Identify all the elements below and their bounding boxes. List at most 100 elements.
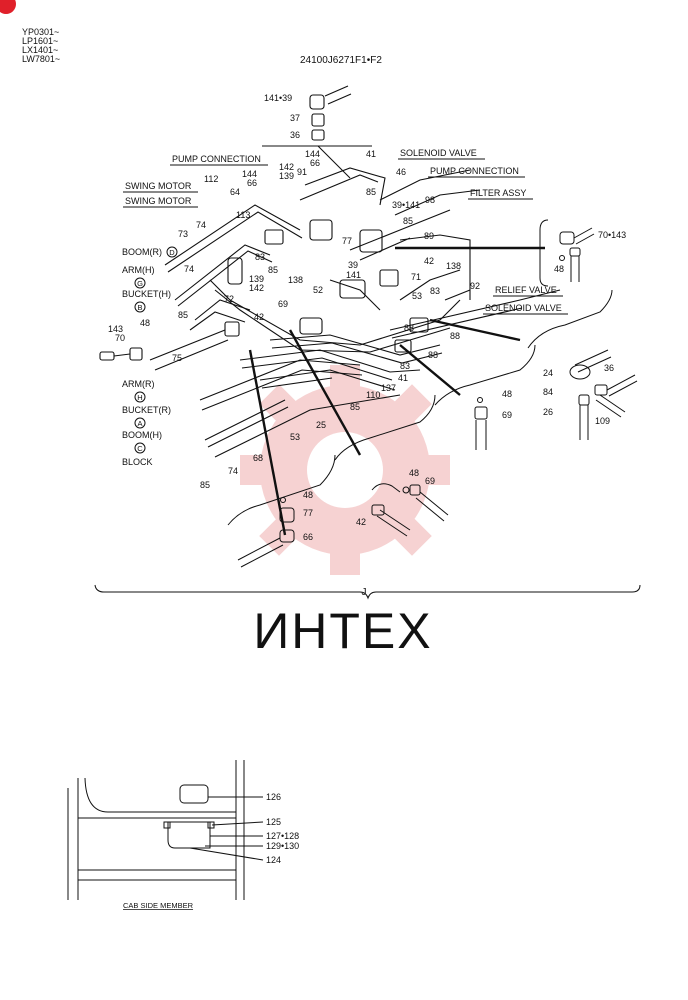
part-143a: 143 — [108, 324, 123, 334]
label-solenoid-valve-top: SOLENOID VALVE — [400, 148, 477, 158]
part-138b: 138 — [446, 261, 461, 271]
part-39b: 39 — [348, 260, 358, 270]
label-boom-r-mark: D — [169, 248, 175, 257]
corner-marker — [0, 0, 16, 14]
part-73: 73 — [178, 229, 188, 239]
part-37: 37 — [290, 113, 300, 123]
part-126: 126 — [266, 792, 281, 802]
label-bucket-r: BUCKET(R) — [122, 405, 171, 415]
part-52: 52 — [313, 285, 323, 295]
label-boom-h-mark: C — [137, 444, 143, 453]
part-127-128: 127•128 — [266, 831, 299, 841]
part-109: 109 — [595, 416, 610, 426]
label-swing-motor-1: SWING MOTOR — [125, 181, 192, 191]
part-25: 25 — [316, 420, 326, 430]
part-number-group: 141•39 37 36 144 66 41 142 139 91 112 14… — [108, 93, 626, 865]
label-arm-r: ARM(R) — [122, 379, 155, 389]
part-53a: 53 — [412, 291, 422, 301]
label-swing-motor-2: SWING MOTOR — [125, 196, 192, 206]
part-113: 113 — [236, 210, 250, 220]
part-85e: 85 — [350, 402, 360, 412]
label-pump-connection-right: PUMP CONNECTION — [430, 166, 519, 176]
label-solenoid-valve-right: SOLENOID VALVE — [485, 303, 562, 313]
part-141-39: 141•39 — [264, 93, 292, 103]
view-j-label: J — [362, 587, 367, 598]
circle-mark — [134, 301, 146, 313]
part-141b: 141 — [346, 270, 361, 280]
part-112: 112 — [204, 174, 218, 184]
watermark-text: ИНТЕХ — [253, 603, 432, 659]
part-24: 24 — [543, 368, 553, 378]
part-42b: 42 — [254, 312, 264, 322]
label-block: BLOCK — [122, 457, 153, 467]
label-arm-h-mark: G — [137, 279, 143, 288]
part-75: 75 — [172, 353, 182, 363]
circle-mark — [134, 391, 146, 403]
label-bucket-r-mark: A — [137, 419, 142, 428]
part-36b: 36 — [604, 363, 614, 373]
part-41b: 41 — [398, 373, 408, 383]
detail-fitting-69-middle — [371, 483, 449, 537]
label-arm-h: ARM(H) — [122, 265, 155, 275]
part-72: 72 — [224, 294, 234, 304]
circle-mark — [134, 277, 146, 289]
detail-frames — [227, 289, 613, 526]
label-bucket-h: BUCKET(H) — [122, 289, 171, 299]
part-42c: 42 — [356, 517, 366, 527]
part-42a: 42 — [424, 256, 434, 266]
part-48e: 48 — [409, 468, 419, 478]
part-39-141: 39•141 — [392, 200, 420, 210]
part-46: 46 — [396, 167, 406, 177]
label-pump-connection-left: PUMP CONNECTION — [172, 154, 261, 164]
part-144a: 144 — [305, 149, 320, 159]
part-36: 36 — [290, 130, 300, 140]
part-71: 71 — [411, 272, 421, 282]
part-138a: 138 — [288, 275, 303, 285]
part-137: 137 — [381, 383, 396, 393]
part-110: 110 — [366, 390, 380, 400]
part-85f: 85 — [200, 480, 210, 490]
part-125: 125 — [266, 817, 281, 827]
part-74b: 74 — [184, 264, 194, 274]
part-89: 89 — [424, 231, 434, 241]
serial-4: LW7801~ — [22, 54, 60, 64]
part-77b: 77 — [303, 508, 313, 518]
part-48b: 48 — [554, 264, 564, 274]
label-bucket-h-mark: B — [137, 303, 142, 312]
part-84: 84 — [543, 387, 553, 397]
part-88a: 88 — [404, 323, 414, 333]
part-142b: 142 — [249, 283, 264, 293]
part-69b: 69 — [502, 410, 512, 420]
part-69c: 69 — [425, 476, 435, 486]
part-64: 64 — [230, 187, 240, 197]
part-91: 91 — [297, 167, 307, 177]
part-88b: 88 — [450, 331, 460, 341]
part-85c: 85 — [268, 265, 278, 275]
piping-linework — [99, 85, 561, 536]
detail-fitting-77-bottom — [237, 497, 295, 568]
view-j-bracket — [94, 584, 641, 600]
part-68: 68 — [253, 453, 263, 463]
serial-2: LP1601~ — [22, 36, 58, 46]
part-85d: 85 — [178, 310, 188, 320]
part-74c: 74 — [228, 466, 238, 476]
part-66c: 66 — [303, 532, 313, 542]
part-41a: 41 — [366, 149, 376, 159]
part-66b: 66 — [247, 178, 257, 188]
part-70-143: 70•143 — [598, 230, 626, 240]
part-142a: 142 — [279, 162, 294, 172]
part-77a: 77 — [342, 236, 352, 246]
part-83c: 83 — [400, 361, 410, 371]
part-69a: 69 — [278, 299, 288, 309]
watermark: ИНТЕХ — [240, 365, 450, 659]
circle-mark — [134, 442, 146, 454]
cab-side-member-caption: CAB SIDE MEMBER — [123, 901, 194, 910]
part-48d: 48 — [303, 490, 313, 500]
part-66a: 66 — [310, 158, 320, 168]
part-85a: 85 — [366, 187, 376, 197]
label-boom-h: BOOM(H) — [122, 430, 162, 440]
component-label-group: PUMP CONNECTION SOLENOID VALVE PUMP CONN… — [122, 148, 568, 467]
serial-list: YP0301~ LP1601~ LX1401~ LW7801~ — [22, 27, 60, 64]
part-70a: 70 — [115, 333, 125, 343]
part-85b: 85 — [403, 216, 413, 226]
